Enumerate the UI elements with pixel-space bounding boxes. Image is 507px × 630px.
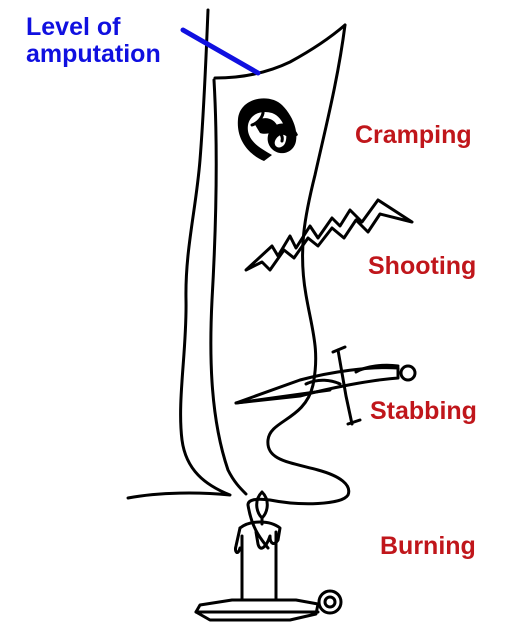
- candle-icon: [196, 492, 341, 620]
- amputation-label-line2: amputation: [26, 41, 161, 68]
- knot-icon: [238, 98, 298, 161]
- cramping-label: Cramping: [355, 121, 472, 150]
- burning-label: Burning: [380, 532, 476, 561]
- leg-outline: [128, 10, 349, 548]
- amputation-label: Level of amputation: [26, 14, 161, 68]
- shooting-label: Shooting: [368, 252, 476, 281]
- amputation-label-line1: Level of: [26, 14, 161, 41]
- stabbing-label: Stabbing: [370, 397, 477, 426]
- foot-inner-line: [211, 80, 246, 494]
- thigh-top-curve: [215, 25, 345, 78]
- amputation-indicator-line: [183, 30, 258, 73]
